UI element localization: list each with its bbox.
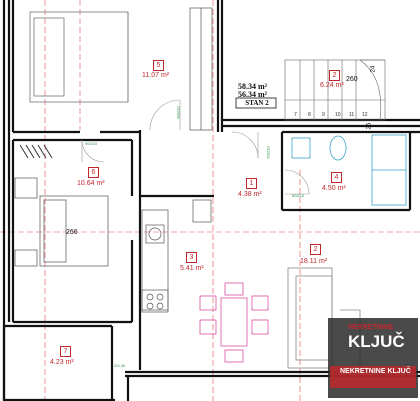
room-2-area: 18.11 m² (300, 258, 328, 265)
area-summary (235, 97, 277, 109)
room-1-num: 1 (246, 178, 257, 189)
net-area: 56.34 m² (238, 90, 268, 99)
door-tag: 90/210 (265, 146, 271, 159)
watermark-brand-main: KLJUČ (348, 332, 405, 351)
stair-room-area: 6.24 m² (320, 82, 344, 89)
dim-266: 266 (66, 229, 78, 236)
kitchen-counter (141, 199, 212, 313)
stairs (284, 59, 386, 121)
door-tag: 20/-30 (114, 363, 126, 368)
room-3-num: 3 (186, 252, 197, 263)
stair-step: 7 (294, 112, 297, 118)
wardrobe-room5 (189, 7, 213, 131)
stair-step: 11 (349, 112, 355, 118)
gross-area: 58.34 m² (238, 82, 268, 91)
door-tag: 80/210 (175, 106, 181, 119)
room-7-num: 7 (60, 346, 71, 357)
room-1-area: 4.38 m² (238, 191, 262, 198)
bed-room5 (29, 11, 129, 103)
room-4-num: 4 (331, 172, 342, 183)
stair-step: 10 (335, 112, 341, 118)
room-7-area: 4.23 m² (50, 359, 74, 366)
dining-set (199, 282, 269, 363)
watermark-brand-bottom: NEKRETNINE KLJUČ (340, 368, 411, 375)
door-tag: 90/210 (85, 141, 98, 146)
unit-name: STAN 2 (245, 99, 269, 107)
dim-25: 25 (366, 122, 373, 130)
bed-room6 (14, 177, 109, 267)
stair-step: 12 (362, 112, 368, 118)
room-5-area: 11.07 m² (142, 72, 170, 79)
stair-room-num: 2 (329, 70, 340, 81)
door-arc-bath (284, 169, 310, 195)
watermark (328, 318, 418, 398)
room-4-area: 4.50 m² (322, 185, 346, 192)
stair-step: 9 (322, 112, 325, 118)
room-6-num: 6 (88, 167, 99, 178)
room-3-area: 5.41 m² (180, 265, 204, 272)
door-arc-room5 (149, 99, 181, 131)
dim-24: 24 (370, 65, 377, 73)
watermark-brand-top: NEKRETNINE (348, 324, 394, 331)
radiator-room6 (19, 144, 53, 159)
room-5-num: 5 (153, 60, 164, 71)
door-tag: 80/210 (292, 193, 305, 198)
stair-step: 8 (308, 112, 311, 118)
bathroom-fixtures (291, 134, 407, 206)
room-6-area: 10.64 m² (77, 180, 105, 187)
door-arc-hall (231, 131, 259, 159)
dim-260: 260 (346, 76, 358, 83)
room-2-num: 2 (310, 244, 321, 255)
